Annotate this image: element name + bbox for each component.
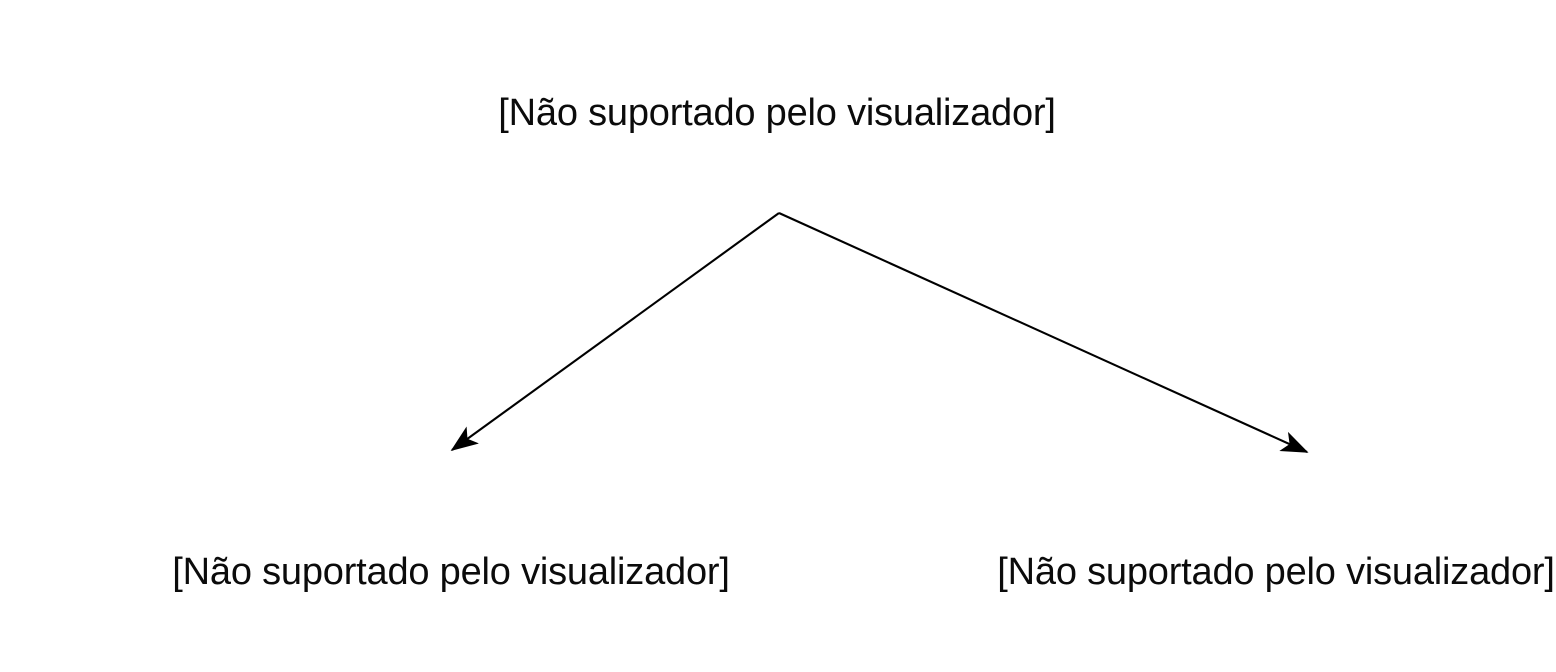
node-label-child-left: [Não suportado pelo visualizador] xyxy=(172,551,730,593)
node-label-root: [Não suportado pelo visualizador] xyxy=(498,92,1056,134)
edge-root-to-right-line xyxy=(778,212,1309,453)
node-label-child-right: [Não suportado pelo visualizador] xyxy=(997,551,1555,593)
edge-root-to-left-line xyxy=(450,212,780,451)
edge-group xyxy=(450,212,1309,453)
